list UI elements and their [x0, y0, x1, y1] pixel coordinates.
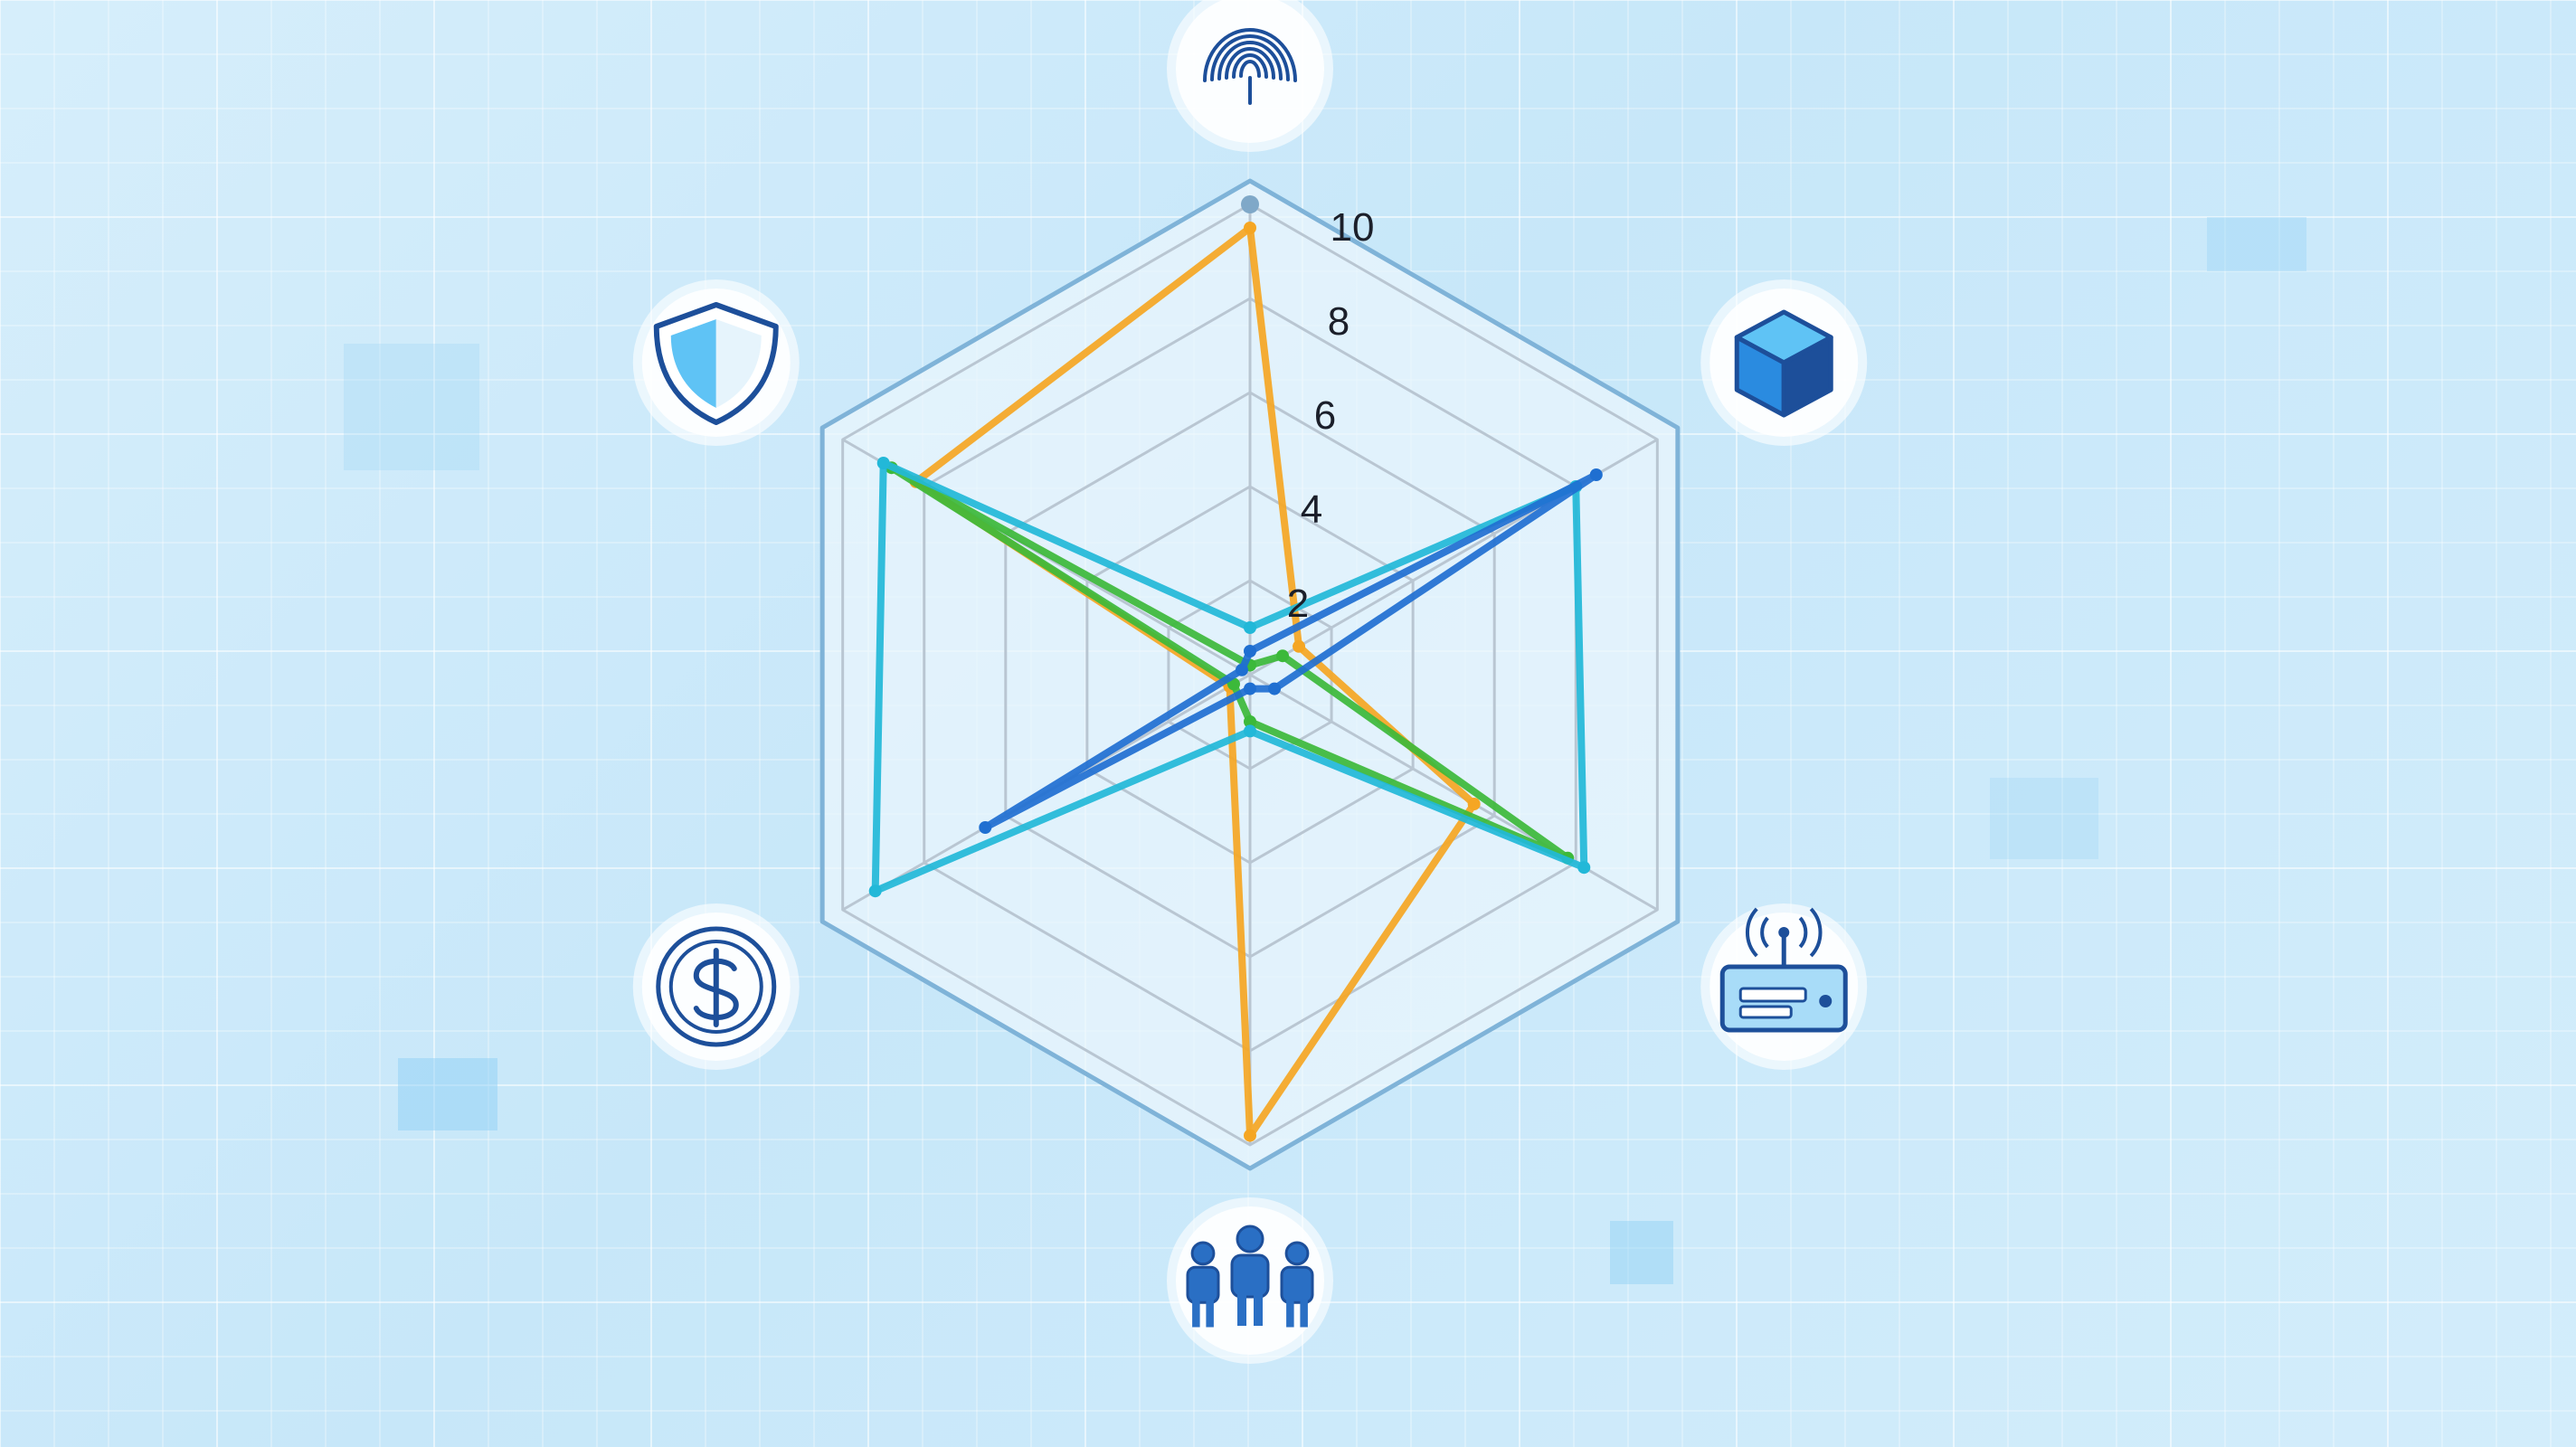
series-4-point-4 — [1244, 682, 1256, 695]
person-leg — [1192, 1299, 1200, 1328]
fingerprint-ridge — [1239, 60, 1261, 78]
bg-decor-square — [344, 344, 479, 470]
series-4-point-5 — [979, 821, 992, 834]
person-head — [1236, 1225, 1264, 1253]
axis-top-marker — [1241, 195, 1259, 213]
series-3-point-3 — [1577, 861, 1591, 875]
bg-decor-square — [1610, 1221, 1673, 1284]
icon-backdrop — [1176, 0, 1324, 143]
bg-decor-square — [1990, 778, 2098, 859]
router-signal — [1745, 907, 1758, 958]
person-head — [1190, 1241, 1216, 1266]
person-leg — [1206, 1299, 1214, 1328]
fingerprint-icon — [1203, 28, 1297, 105]
axis-icon-5 — [632, 903, 800, 1070]
axis-icon-3 — [1700, 903, 1868, 1070]
series-1-point-3 — [1467, 798, 1481, 810]
router-antenna-tip — [1778, 927, 1790, 938]
fingerprint-ridge — [1225, 47, 1275, 80]
axis-icon-2 — [1700, 279, 1868, 446]
dollar-coin-icon — [656, 926, 777, 1047]
tick-label-6: 6 — [1314, 393, 1336, 438]
router-slot — [1738, 1005, 1793, 1019]
cube-right-face — [1781, 335, 1833, 418]
series-1-point-4 — [1244, 1129, 1256, 1142]
cube-icon — [1734, 309, 1833, 418]
person-body — [1186, 1265, 1220, 1304]
series-1-point-2 — [1293, 639, 1306, 653]
tick-label-4: 4 — [1301, 487, 1322, 532]
fingerprint-ridge — [1203, 28, 1297, 82]
series-4-point-1 — [1244, 645, 1256, 657]
people-icon — [1186, 1225, 1314, 1328]
router-signal — [1760, 916, 1769, 949]
person-leg — [1286, 1299, 1294, 1328]
bg-decor-square — [2207, 217, 2306, 271]
axis-icon-4 — [1167, 1197, 1333, 1364]
axis-icon-1 — [1167, 0, 1333, 152]
series-3-point-4 — [1244, 724, 1256, 738]
person-leg — [1254, 1293, 1263, 1326]
shield-left-half — [670, 319, 716, 408]
tick-label-8: 8 — [1328, 299, 1350, 344]
router-slot — [1738, 987, 1807, 1003]
person-head — [1284, 1241, 1310, 1266]
router-led — [1819, 995, 1833, 1007]
series-1-point-1 — [1244, 222, 1256, 234]
coin-inner-ring — [668, 940, 763, 1034]
fingerprint-ridge — [1217, 41, 1283, 80]
person-body — [1280, 1265, 1314, 1304]
series-2-point-4 — [1244, 715, 1256, 728]
axis-icon-6 — [632, 279, 800, 446]
shield-right-half — [715, 319, 762, 408]
series-4-point-3 — [1268, 682, 1282, 695]
person-leg — [1300, 1299, 1308, 1328]
router-signal — [1798, 916, 1808, 949]
person-body — [1230, 1253, 1270, 1299]
series-3-point-6 — [876, 457, 890, 469]
person-leg — [1237, 1293, 1246, 1326]
bg-decor-square — [398, 1058, 497, 1130]
axis-icons — [632, 0, 1868, 1364]
series-3-point-5 — [868, 884, 882, 898]
fingerprint-ridge — [1232, 53, 1268, 79]
shield-icon — [653, 302, 779, 425]
router-icon — [1719, 907, 1848, 1033]
series-4-point-2 — [1589, 468, 1603, 481]
router-signal — [1809, 907, 1823, 958]
series-2-point-2 — [1276, 649, 1290, 663]
coin-outer-ring — [656, 926, 777, 1047]
series-3-point-1 — [1244, 621, 1256, 634]
tick-label-2: 2 — [1287, 582, 1309, 626]
tick-labels: 2 4 6 8 10 — [1287, 205, 1375, 626]
fingerprint-ridge — [1210, 34, 1290, 81]
chart-series — [868, 195, 1603, 1142]
tick-label-10: 10 — [1331, 205, 1375, 250]
series-4-point-6 — [1235, 663, 1248, 676]
